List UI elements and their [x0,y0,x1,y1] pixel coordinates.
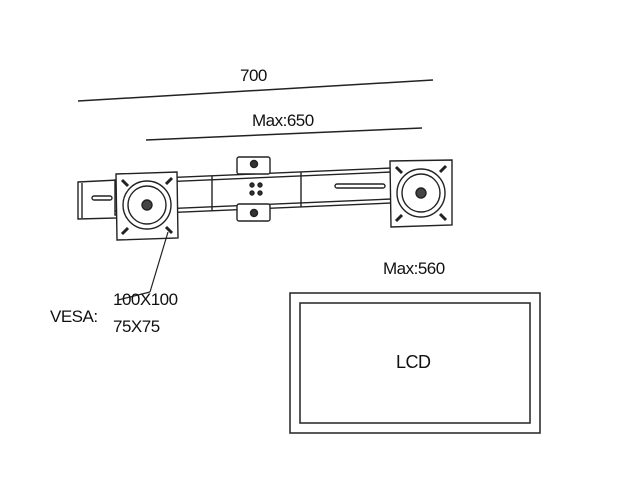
vesa-size-100: 100X100 [113,290,178,309]
vesa-size-75: 75X75 [113,317,160,336]
vesa-plate-left [115,171,179,241]
dual-monitor-arm-bar [77,156,453,241]
dimension-560-label: Max:560 [383,259,445,278]
vesa-plate-right [389,159,453,228]
lcd-label: LCD [396,352,431,372]
vesa-label: VESA: [50,307,98,326]
dimension-700-label: 700 [240,66,267,85]
dimension-650-label: Max:650 [252,111,314,130]
wall-bracket [236,156,271,222]
vesa-leader-line [149,231,169,293]
dimension-line-650 [145,127,423,141]
dimension-line-700 [77,79,434,102]
lcd-screen [289,292,541,434]
